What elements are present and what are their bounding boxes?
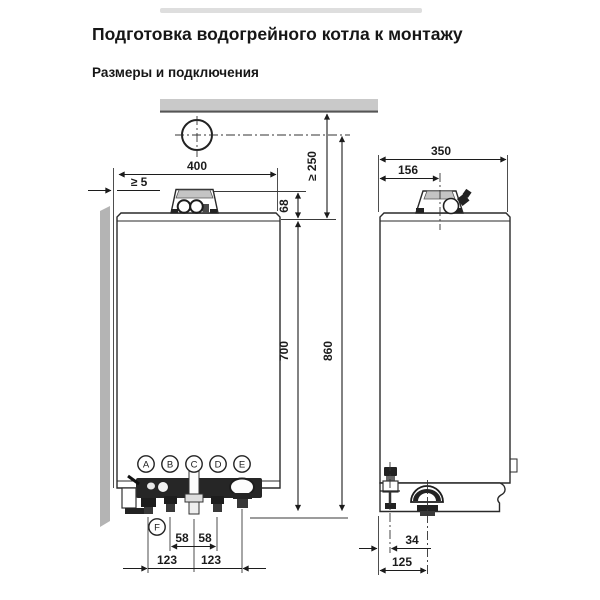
dim-value: 125: [392, 555, 412, 569]
scan-artifact: [160, 8, 422, 13]
side-collar-left: [416, 208, 424, 213]
dim-value: 68: [277, 199, 291, 213]
label-b-circle: [161, 455, 179, 473]
conn-e-stub: [237, 499, 248, 508]
flue-fitting-cap: [175, 189, 214, 199]
dim-pump-offset-125: 125: [379, 555, 427, 574]
conn-a-fitting: [141, 498, 156, 507]
label-e: E: [239, 460, 245, 471]
conn-b-fitting: [164, 496, 177, 504]
dim-depth-350: 350: [378, 144, 508, 212]
dim-total-height-860: 860: [250, 136, 348, 519]
dim-flue-collar-68: 68: [214, 191, 336, 220]
fitting-collar-right: [210, 209, 217, 213]
boiler-front-outline: [116, 212, 281, 489]
flue-fitting-side: [415, 173, 472, 230]
label-a: A: [143, 460, 150, 471]
label-c: C: [191, 460, 198, 471]
conn-b-stub: [166, 504, 175, 512]
valve-body: [382, 480, 399, 493]
side-view: 350 156 34 125: [359, 144, 518, 575]
connection-manifold: [121, 467, 262, 515]
ceiling-hatch: [160, 99, 378, 113]
dim-value-right: 123: [201, 553, 221, 567]
section-subtitle: Размеры и подключения: [92, 65, 259, 80]
dim-value-right: 58: [198, 531, 212, 545]
dim-value: 156: [398, 163, 418, 177]
valve-handle: [127, 474, 140, 486]
label-b: B: [167, 460, 173, 471]
dim-value: ≥ 5: [131, 175, 148, 189]
label-e-circle: [233, 455, 251, 473]
conn-d-stub: [213, 504, 222, 512]
page-title: Подготовка водогрейного котла к монтажу: [92, 24, 463, 44]
dim-value-left: 58: [175, 531, 189, 545]
dim-value: 350: [431, 144, 451, 158]
dim-body-height-700: 700: [277, 221, 302, 511]
ceiling-bar: [160, 99, 378, 110]
manifold-left-foot: [125, 508, 145, 514]
label-d-circle: [209, 455, 227, 473]
pump-base: [417, 505, 438, 511]
valve-foot: [385, 503, 396, 509]
valve-neck: [386, 476, 395, 481]
dim-wall-gap: ≥ 5: [88, 175, 160, 194]
connection-labels: A B C D E F: [137, 455, 251, 536]
flue-pipe-circle-right: [189, 199, 204, 214]
dim-value: 700: [277, 341, 291, 361]
conn-d-fitting: [211, 496, 224, 504]
dim-width-400: 400: [118, 159, 278, 211]
label-f: F: [154, 523, 160, 534]
dim-value: ≥ 250: [305, 151, 319, 181]
label-c-circle: [185, 455, 203, 473]
pump-inner: [418, 493, 436, 501]
side-valve: [380, 462, 400, 553]
dim-ceiling-clearance: ≥ 250: [305, 113, 331, 219]
boiler-side-body: [379, 212, 518, 513]
label-d: D: [215, 460, 222, 471]
manifold-detail-1: [147, 482, 155, 490]
fitting-valve-block: [202, 204, 209, 213]
side-pump: [410, 480, 444, 575]
side-collar-right: [454, 208, 462, 213]
side-right-bracket: [510, 458, 518, 473]
valve-cap: [384, 467, 397, 476]
flue-fitting-side-cap: [423, 190, 456, 200]
fitting-collar-left: [171, 209, 178, 213]
conn-e-dome: [229, 477, 255, 497]
side-elbow-cap: [462, 188, 472, 198]
dim-conn-spacing-123: 123 123: [123, 509, 266, 573]
dim-conn-spacing-58: 58 58: [169, 517, 218, 572]
front-view: A B C D E F 400 ≥ 5: [88, 99, 378, 573]
flue-fitting-front: [170, 188, 219, 214]
boiler-side-outline: [379, 212, 511, 484]
conn-c-stub: [188, 501, 200, 515]
side-wall-strip: [100, 206, 110, 527]
flue-pipe-circle-left: [176, 199, 192, 214]
conn-e-band: [233, 493, 252, 499]
dim-value-left: 123: [157, 553, 177, 567]
label-f-circle: [148, 518, 166, 536]
flue-opening: [175, 116, 350, 157]
manifold-detail-2: [157, 481, 169, 493]
manifold-left-bracket: [121, 487, 137, 509]
boiler-front-body: [113, 168, 281, 489]
dim-value: 860: [321, 341, 335, 361]
dim-value: 34: [405, 533, 419, 547]
pump-foot: [420, 511, 435, 516]
conn-a-stub: [144, 507, 153, 514]
dim-valve-offset-34: 34: [359, 516, 431, 575]
side-elbow-circle: [442, 197, 460, 215]
conn-c-nut: [184, 493, 204, 503]
dim-flue-offset-156: 156: [379, 163, 439, 182]
dim-value: 400: [187, 159, 207, 173]
label-a-circle: [137, 455, 155, 473]
